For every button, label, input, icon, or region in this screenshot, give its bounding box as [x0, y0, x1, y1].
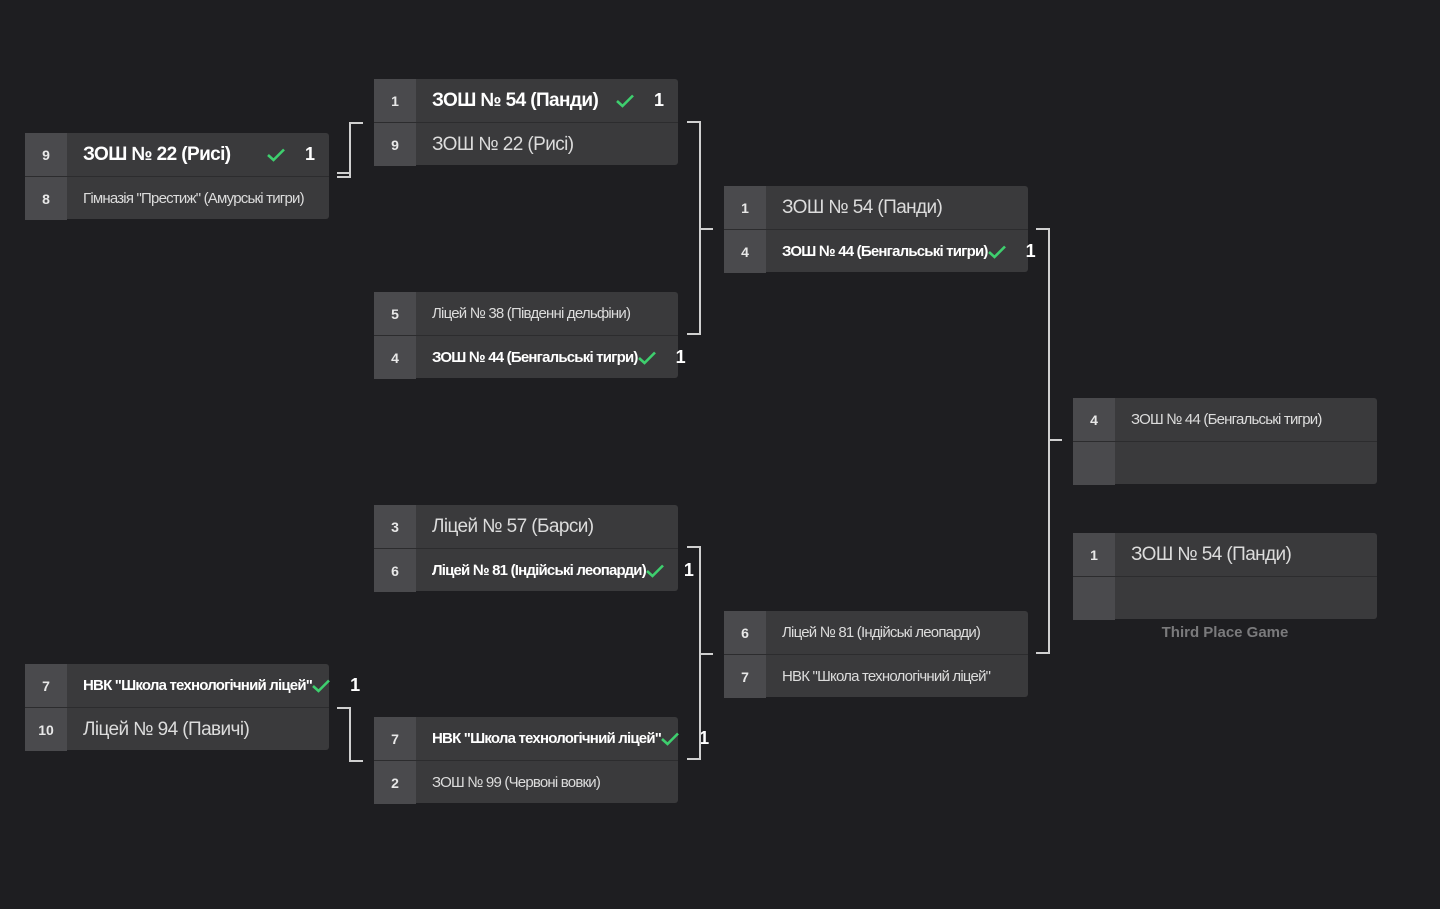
match-team-row[interactable]: 4 ЗОШ № 44 (Бенгальські тигри) 1 [374, 335, 686, 379]
team-name: ЗОШ № 99 (Червоні вовки) [432, 774, 601, 791]
match-third-place[interactable]: 1 ЗОШ № 54 (Панди) [1073, 533, 1377, 620]
seed-badge: 10 [25, 708, 67, 751]
seed-badge-empty [1073, 442, 1115, 485]
bracket-connector [1036, 228, 1050, 654]
match-team-row[interactable]: 6 Ліцей № 81 (Індійські леопарди) [724, 611, 1028, 654]
team-score: 1 [350, 675, 361, 695]
team-score: 1 [653, 90, 664, 110]
seed-badge: 4 [1073, 398, 1115, 441]
team-name: Ліцей № 57 (Барси) [432, 515, 594, 537]
match-team-row[interactable]: 4 ЗОШ № 44 (Бенгальські тигри) [1073, 398, 1377, 441]
bracket-connector [349, 122, 363, 124]
match-team-row[interactable]: 5 Ліцей № 38 (Південні дельфіни) [374, 292, 678, 335]
seed-badge: 3 [374, 505, 416, 548]
seed-badge: 5 [374, 292, 416, 335]
match-team-row[interactable]: 6 Ліцей № 81 (Індійські леопарди) 1 [374, 548, 694, 592]
check-icon [637, 351, 656, 365]
third-place-caption: Third Place Game [1161, 624, 1289, 641]
match-semi-2[interactable]: 6 Ліцей № 81 (Індійські леопарди) 7 НВК … [724, 611, 1028, 698]
bracket-connector [337, 122, 351, 178]
seed-badge: 1 [1073, 533, 1115, 576]
team-name: ЗОШ № 22 (Рисі) [83, 143, 231, 165]
team-name: ЗОШ № 54 (Панди) [782, 196, 943, 218]
match-team-row[interactable]: 2 ЗОШ № 99 (Червоні вовки) [374, 760, 678, 804]
match-prelim-1[interactable]: 9 ЗОШ № 22 (Рисі) 1 8 Гімназія "Престиж"… [25, 133, 329, 220]
match-prelim-2[interactable]: 7 НВК "Школа технологічний ліцей" 1 10 Л… [25, 664, 360, 751]
match-team-row[interactable]: 3 Ліцей № 57 (Барси) [374, 505, 678, 548]
team-name: ЗОШ № 44 (Бенгальські тигри) [432, 349, 638, 366]
seed-badge: 9 [374, 123, 416, 166]
seed-badge-empty [1073, 577, 1115, 620]
team-name: ЗОШ № 54 (Панди) [1131, 543, 1292, 565]
bracket-connector [700, 653, 713, 655]
team-score: 1 [683, 560, 694, 580]
match-team-row[interactable]: 1 ЗОШ № 54 (Панди) [1073, 533, 1377, 576]
match-final[interactable]: 4 ЗОШ № 44 (Бенгальські тигри) [1073, 398, 1377, 485]
team-name: НВК "Школа технологічний ліцей" [432, 730, 662, 747]
check-icon [312, 679, 330, 693]
team-name: НВК "Школа технологічний ліцей" [83, 677, 313, 694]
bracket-connector [349, 760, 363, 762]
team-score: 1 [1025, 241, 1036, 261]
check-icon [987, 245, 1006, 259]
match-team-row[interactable]: 9 ЗОШ № 22 (Рисі) 1 [25, 133, 329, 176]
check-icon [616, 94, 634, 108]
match-r1-3[interactable]: 3 Ліцей № 57 (Барси) 6 Ліцей № 81 (Індій… [374, 505, 694, 592]
match-team-row[interactable]: 7 НВК "Школа технологічний ліцей" 1 [25, 664, 360, 707]
team-name: ЗОШ № 54 (Панди) [432, 89, 599, 111]
match-team-row[interactable]: 7 НВК "Школа технологічний ліцей" 1 [374, 717, 709, 760]
seed-badge: 7 [724, 655, 766, 698]
team-name: Ліцей № 38 (Південні дельфіни) [432, 305, 631, 322]
match-team-row[interactable]: 7 НВК "Школа технологічний ліцей" [724, 654, 1028, 698]
seed-badge: 7 [374, 717, 416, 760]
bracket-connector [349, 707, 351, 761]
check-icon [267, 148, 285, 162]
team-score: 1 [304, 144, 315, 164]
match-r1-1[interactable]: 1 ЗОШ № 54 (Панди) 1 9 ЗОШ № 22 (Рисі) [374, 79, 678, 166]
seed-badge: 2 [374, 761, 416, 804]
bracket-connector [337, 172, 349, 174]
match-semi-1[interactable]: 1 ЗОШ № 54 (Панди) 4 ЗОШ № 44 (Бенгальсь… [724, 186, 1036, 273]
match-team-row[interactable]: 8 Гімназія "Престиж" (Амурські тигри) [25, 176, 329, 220]
team-score: 1 [699, 728, 710, 748]
match-team-row-empty [1073, 576, 1377, 620]
team-name: Ліцей № 81 (Індійські леопарди) [432, 562, 647, 579]
team-name: ЗОШ № 44 (Бенгальські тигри) [1131, 411, 1322, 428]
bracket-connector [337, 707, 349, 709]
bracket-connector [687, 546, 701, 760]
seed-badge: 6 [724, 611, 766, 654]
team-name: НВК "Школа технологічний ліцей" [782, 668, 991, 685]
match-r1-2[interactable]: 5 Ліцей № 38 (Південні дельфіни) 4 ЗОШ №… [374, 292, 686, 379]
team-score: 1 [675, 347, 686, 367]
match-team-row[interactable]: 10 Ліцей № 94 (Павичі) [25, 707, 329, 751]
seed-badge: 4 [724, 230, 766, 273]
match-team-row[interactable]: 4 ЗОШ № 44 (Бенгальські тигри) 1 [724, 229, 1036, 273]
team-name: Ліцей № 94 (Павичі) [83, 718, 250, 740]
match-team-row[interactable]: 9 ЗОШ № 22 (Рисі) [374, 122, 678, 166]
seed-badge: 7 [25, 664, 67, 707]
team-name: Ліцей № 81 (Індійські леопарди) [782, 624, 981, 641]
bracket-connector [687, 121, 701, 335]
check-icon [646, 564, 664, 578]
seed-badge: 1 [724, 186, 766, 229]
bracket-connector [1049, 439, 1062, 441]
match-r1-4[interactable]: 7 НВК "Школа технологічний ліцей" 1 2 ЗО… [374, 717, 709, 804]
bracket-connector [700, 228, 713, 230]
seed-badge: 1 [374, 79, 416, 122]
seed-badge: 6 [374, 549, 416, 592]
match-team-row-empty [1073, 441, 1377, 485]
seed-badge: 8 [25, 177, 67, 220]
check-icon [661, 732, 679, 746]
seed-badge: 4 [374, 336, 416, 379]
match-team-row[interactable]: 1 ЗОШ № 54 (Панди) 1 [374, 79, 678, 122]
seed-badge: 9 [25, 133, 67, 176]
team-name: ЗОШ № 44 (Бенгальські тигри) [782, 243, 988, 260]
team-name: Гімназія "Престиж" (Амурські тигри) [83, 190, 305, 207]
match-team-row[interactable]: 1 ЗОШ № 54 (Панди) [724, 186, 1028, 229]
team-name: ЗОШ № 22 (Рисі) [432, 133, 574, 155]
